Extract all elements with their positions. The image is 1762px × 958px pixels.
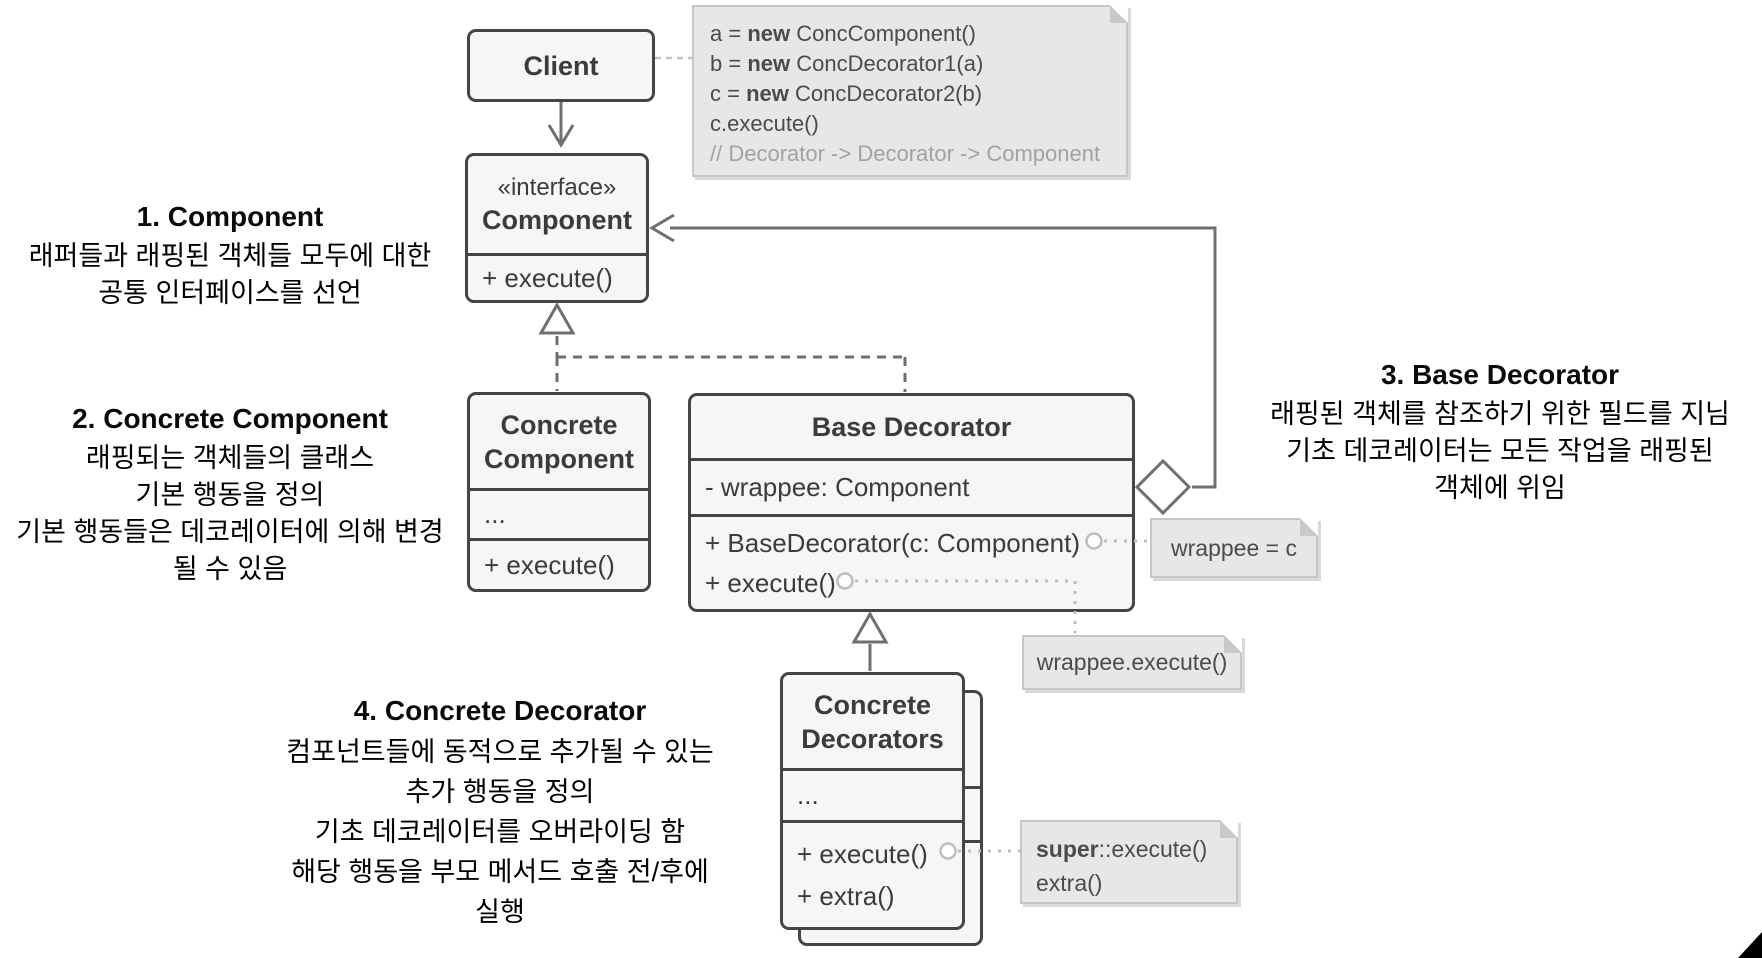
super-call-line-2: extra()	[1036, 870, 1103, 896]
client-code-note: a = new ConcComponent() b = new ConcDeco…	[692, 5, 1128, 177]
annotation-concrete-decorator-title: 4. Concrete Decorator	[353, 695, 647, 726]
arrowhead-down-icon	[547, 124, 575, 148]
corner-crop-artifact	[1738, 932, 1762, 958]
client-to-component-arrow	[547, 102, 575, 148]
code-line-2: b = new ConcDecorator1(a)	[710, 49, 1110, 79]
annotation-component: 1. Component 래퍼들과 래핑된 객체들 모두에 대한 공통 인터페이…	[0, 200, 460, 312]
concrete-component-class-box: Concrete Component ... + execute()	[467, 392, 651, 592]
annotation-component-title: 1. Component	[136, 201, 324, 232]
annotation-line: 추가 행동을 정의	[405, 777, 595, 807]
annotation-line: 기초 데코레이터를 오버라이딩 함	[314, 817, 686, 847]
code-text: ConcDecorator2(b)	[788, 81, 983, 106]
hollow-triangle-icon	[538, 301, 576, 335]
code-text: ConcDecorator1(a)	[790, 51, 984, 76]
concrete-component-title-compartment: Concrete Component	[470, 395, 648, 488]
annotation-concrete-component-title: 2. Concrete Component	[72, 403, 388, 434]
method-concrete-decorator-extra: + extra()	[797, 881, 895, 911]
arrowhead-left-icon	[649, 213, 675, 243]
annotation-line: 래핑되는 객체들의 클래스	[85, 443, 375, 473]
annotation-line: 해당 행동을 부모 메서드 호출 전/후에	[291, 857, 709, 887]
concrete-component-class-title: Component	[484, 443, 634, 474]
annotation-concrete-decorator: 4. Concrete Decorator 컴포넌트들에 동적으로 추가될 수 …	[150, 694, 850, 932]
code-keyword-new: new	[747, 21, 791, 46]
inheritance-connector	[851, 610, 889, 671]
super-call-text: ::execute()	[1098, 836, 1208, 862]
base-decorator-fields-compartment: - wrappee: Component	[691, 458, 1132, 514]
concrete-component-methods-compartment: + execute()	[470, 538, 648, 589]
annotation-base-decorator: 3. Base Decorator 래핑된 객체를 참조하기 위한 필드를 지님…	[1238, 358, 1762, 507]
concrete-component-class-title: Concrete	[500, 409, 618, 440]
component-class-title: Component	[482, 204, 632, 235]
method-concrete-decorator-execute: + execute()	[797, 839, 928, 869]
hollow-triangle-icon	[851, 610, 889, 644]
method-base-decorator-execute: + execute()	[705, 568, 836, 598]
code-text: c =	[710, 81, 747, 106]
base-decorator-class-title: Base Decorator	[811, 412, 1012, 442]
code-comment-line: // Decorator -> Decorator -> Component	[710, 141, 1101, 166]
annotation-line: 기본 행동을 정의	[135, 480, 325, 510]
annotation-line: 래핑된 객체를 참조하기 위한 필드를 지님	[1270, 399, 1730, 429]
concrete-component-fields-compartment: ...	[470, 488, 648, 538]
annotation-concrete-component: 2. Concrete Component 래핑되는 객체들의 클래스 기본 행…	[0, 402, 460, 588]
component-methods-compartment: + execute()	[468, 253, 646, 300]
base-decorator-methods-compartment: + BaseDecorator(c: Component) + execute(…	[691, 514, 1132, 609]
annotation-line: 객체에 위임	[1434, 473, 1566, 503]
method-base-decorator-ctor: + BaseDecorator(c: Component)	[705, 528, 1081, 558]
annotation-line: 실행	[475, 897, 525, 927]
annotation-line: 기본 행동들은 데코레이터에 의해 변경	[16, 517, 444, 547]
client-class-title: Client	[523, 50, 599, 81]
code-line-1: a = new ConcComponent()	[710, 19, 1110, 49]
ellipsis-placeholder: ...	[797, 780, 819, 810]
wrappee-execute-note: wrappee.execute()	[1022, 635, 1242, 690]
client-class-box: Client	[467, 29, 655, 102]
concrete-decorators-fields-compartment: ...	[783, 768, 962, 820]
code-keyword-new: new	[746, 81, 789, 106]
code-keyword-new: new	[747, 51, 791, 76]
code-text: ConcComponent()	[790, 21, 976, 46]
base-decorator-title-compartment: Base Decorator	[691, 396, 1132, 458]
annotation-base-decorator-title: 3. Base Decorator	[1380, 359, 1620, 390]
annotation-line: 기초 데코레이터는 모든 작업을 래핑된	[1286, 436, 1714, 466]
field-wrappee: - wrappee: Component	[705, 472, 970, 502]
aggregation-diamond-icon	[1134, 458, 1192, 516]
annotation-line: 공통 인터페이스를 선언	[98, 278, 362, 308]
component-class-box: «interface» Component + execute()	[465, 153, 649, 303]
annotation-line: 래퍼들과 래핑된 객체들 모두에 대한	[28, 241, 432, 271]
super-call-note: super::execute() extra()	[1020, 820, 1238, 904]
code-text: b =	[710, 51, 748, 76]
concrete-decorators-methods-compartment: + execute() + extra()	[783, 820, 962, 927]
annotation-line: 컴포넌트들에 동적으로 추가될 수 있는	[286, 737, 714, 767]
code-line-3: c = new ConcDecorator2(b)	[710, 79, 1110, 109]
annotation-line: 될 수 있음	[172, 554, 288, 584]
code-text: a =	[710, 21, 748, 46]
super-keyword: super	[1036, 836, 1099, 862]
concrete-decorators-class-title: Concrete	[813, 689, 932, 720]
wrappee-assignment-text: wrappee = c	[1171, 534, 1297, 561]
realization-connector	[538, 301, 907, 392]
wrappee-execute-text: wrappee.execute()	[1036, 649, 1228, 675]
component-method-execute: + execute()	[482, 262, 613, 293]
concrete-decorators-class-title: Decorators	[801, 723, 944, 754]
component-title-compartment: «interface» Component	[468, 156, 646, 253]
interface-stereotype: «interface»	[497, 173, 617, 201]
wrappee-assignment-note: wrappee = c	[1150, 518, 1318, 578]
concrete-component-method-execute: + execute()	[484, 549, 615, 580]
concrete-decorators-title-compartment: Concrete Decorators	[783, 675, 962, 768]
ellipsis-placeholder: ...	[484, 499, 506, 529]
super-call-line-1: super::execute()	[1036, 832, 1236, 866]
concrete-decorators-class-box: Concrete Decorators ... + execute() + ex…	[780, 672, 965, 930]
base-decorator-class-box: Base Decorator - wrappee: Component + Ba…	[688, 393, 1135, 612]
code-line-4: c.execute()	[710, 111, 819, 136]
